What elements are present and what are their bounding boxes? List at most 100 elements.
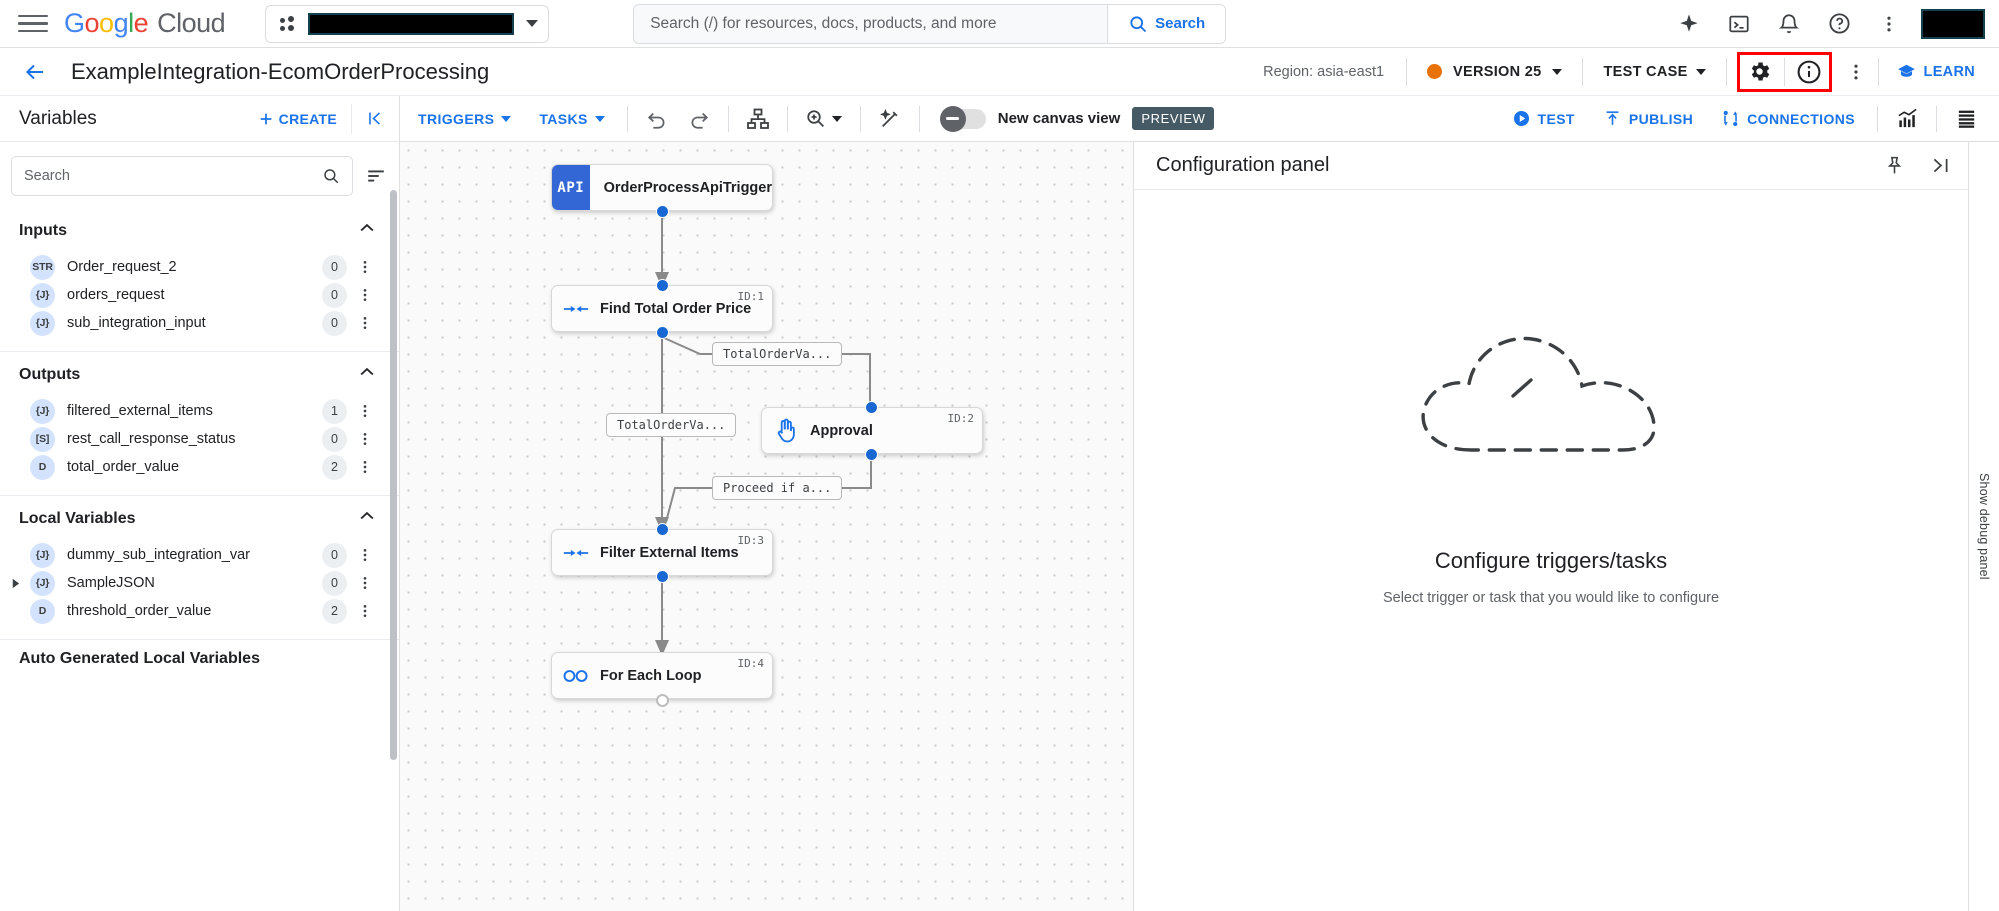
variable-row[interactable]: {J} sub_integration_input 0 — [0, 309, 399, 337]
variable-group-header[interactable]: Inputs — [0, 208, 399, 253]
learn-graduation-icon — [1897, 64, 1915, 77]
search-input[interactable] — [634, 4, 1108, 43]
variables-search[interactable] — [11, 156, 353, 196]
new-canvas-view-toggle[interactable] — [939, 105, 986, 132]
divider — [1725, 57, 1727, 86]
variable-group-header[interactable]: Auto Generated Local Variables — [0, 640, 399, 678]
row-expander-icon[interactable] — [0, 578, 30, 589]
configuration-panel-actions — [1880, 152, 1954, 180]
node-port-out[interactable] — [656, 694, 669, 707]
undo-icon[interactable] — [636, 103, 678, 135]
create-variable-button[interactable]: CREATE — [258, 111, 337, 127]
triggers-menu[interactable]: TRIGGERS — [400, 111, 525, 127]
expand-right-icon[interactable] — [1926, 152, 1954, 180]
node-port-out[interactable] — [656, 326, 669, 339]
row-more-vert-icon[interactable] — [353, 575, 377, 591]
row-more-vert-icon[interactable] — [353, 403, 377, 419]
configuration-panel-header: Configuration panel — [1134, 142, 1968, 190]
publish-button[interactable]: PUBLISH — [1589, 109, 1707, 128]
variable-row[interactable]: {J} dummy_sub_integration_var 0 — [0, 541, 399, 569]
back-arrow-icon[interactable] — [18, 55, 52, 89]
row-more-vert-icon[interactable] — [353, 259, 377, 275]
node-port-out[interactable] — [656, 205, 669, 218]
search-input[interactable] — [24, 168, 322, 184]
variable-group-header[interactable]: Outputs — [0, 352, 399, 397]
row-more-vert-icon[interactable] — [353, 459, 377, 475]
project-selector[interactable] — [265, 4, 550, 43]
show-debug-panel-rail[interactable]: Show debug panel — [1968, 142, 1999, 911]
variable-row[interactable]: [S] rest_call_response_status 0 — [0, 425, 399, 453]
canvas-node-task-3[interactable]: Filter External Items ID:3 — [551, 529, 773, 576]
node-port-out[interactable] — [865, 448, 878, 461]
notifications-bell-icon[interactable] — [1771, 6, 1807, 42]
divider — [1936, 105, 1937, 132]
row-more-vert-icon[interactable] — [353, 603, 377, 619]
variable-row[interactable]: D total_order_value 2 — [0, 453, 399, 481]
connections-button[interactable]: CONNECTIONS — [1707, 109, 1869, 128]
node-port-in[interactable] — [865, 401, 878, 414]
node-label: Filter External Items — [600, 544, 739, 561]
edge-label[interactable]: Proceed if a... — [712, 476, 843, 500]
search-icon — [324, 169, 339, 184]
canvas-node-task-4[interactable]: For Each Loop ID:4 — [551, 652, 773, 699]
variables-scrollbar[interactable] — [390, 190, 397, 760]
global-search[interactable]: Search — [633, 3, 1227, 44]
edge-label[interactable]: TotalOrderVa... — [606, 413, 737, 437]
row-more-vert-icon[interactable] — [353, 287, 377, 303]
variable-row[interactable]: {J} filtered_external_items 1 — [0, 397, 399, 425]
row-more-vert-icon[interactable] — [353, 547, 377, 563]
variable-name: filtered_external_items — [67, 403, 213, 419]
cloud-shell-terminal-icon[interactable] — [1721, 6, 1757, 42]
variable-row[interactable]: {J} orders_request 0 — [0, 281, 399, 309]
row-more-vert-icon[interactable] — [353, 431, 377, 447]
info-circle-icon[interactable] — [1789, 55, 1829, 89]
node-port-out[interactable] — [656, 570, 669, 583]
more-vert-icon[interactable] — [1871, 6, 1907, 42]
divider — [859, 105, 861, 132]
divider — [1783, 57, 1785, 86]
help-question-icon[interactable] — [1821, 6, 1857, 42]
collapse-left-icon[interactable] — [351, 103, 399, 134]
analytics-chart-icon[interactable] — [1886, 103, 1928, 135]
settings-gear-icon[interactable] — [1740, 55, 1780, 89]
zoom-in-icon[interactable] — [796, 103, 852, 135]
divider — [626, 105, 628, 132]
logs-list-icon[interactable] — [1945, 103, 1987, 135]
node-id-label: ID:1 — [737, 290, 765, 303]
test-button[interactable]: TEST — [1498, 109, 1589, 128]
chevron-down-icon — [832, 115, 843, 122]
gemini-sparkle-icon[interactable] — [1671, 6, 1707, 42]
canvas-node-trigger[interactable]: API OrderProcessApiTrigger — [551, 164, 773, 211]
version-selector[interactable]: VERSION 25 — [1411, 64, 1578, 80]
integration-canvas[interactable]: API OrderProcessApiTrigger Find Total Or… — [400, 142, 1133, 911]
variable-group-auto-generated: Auto Generated Local Variables — [0, 640, 399, 678]
variable-group-header[interactable]: Local Variables — [0, 496, 399, 541]
magic-wand-icon[interactable] — [869, 103, 911, 135]
play-circle-icon — [1513, 110, 1529, 127]
canvas-node-task-2[interactable]: Approval ID:2 — [761, 407, 983, 454]
search-button[interactable]: Search — [1107, 4, 1226, 43]
redo-icon[interactable] — [678, 103, 720, 135]
variable-row[interactable]: {J} SampleJSON 0 — [0, 569, 399, 597]
test-case-selector[interactable]: TEST CASE — [1587, 64, 1721, 80]
account-avatar[interactable] — [1921, 8, 1985, 39]
variables-panel-title: Variables — [19, 107, 97, 129]
pin-icon[interactable] — [1880, 152, 1908, 180]
variable-row[interactable]: D threshold_order_value 2 — [0, 597, 399, 625]
canvas-node-task-1[interactable]: Find Total Order Price ID:1 — [551, 285, 773, 332]
row-more-vert-icon[interactable] — [353, 315, 377, 331]
node-port-in[interactable] — [656, 523, 669, 536]
node-port-in[interactable] — [656, 279, 669, 292]
learn-button[interactable]: LEARN — [1883, 62, 1989, 81]
edge-label[interactable]: TotalOrderVa... — [712, 342, 843, 366]
auto-layout-icon[interactable] — [737, 103, 779, 135]
tasks-menu[interactable]: TASKS — [525, 111, 618, 127]
variable-row[interactable]: STR Order_request_2 0 — [0, 253, 399, 281]
hamburger-menu-icon[interactable] — [18, 13, 48, 35]
sort-filter-icon[interactable] — [363, 163, 389, 189]
integration-header: ExampleIntegration-EcomOrderProcessing R… — [0, 48, 1999, 96]
header-more-vert-icon[interactable] — [1838, 54, 1874, 90]
variable-type-badge: {J} — [30, 310, 55, 336]
